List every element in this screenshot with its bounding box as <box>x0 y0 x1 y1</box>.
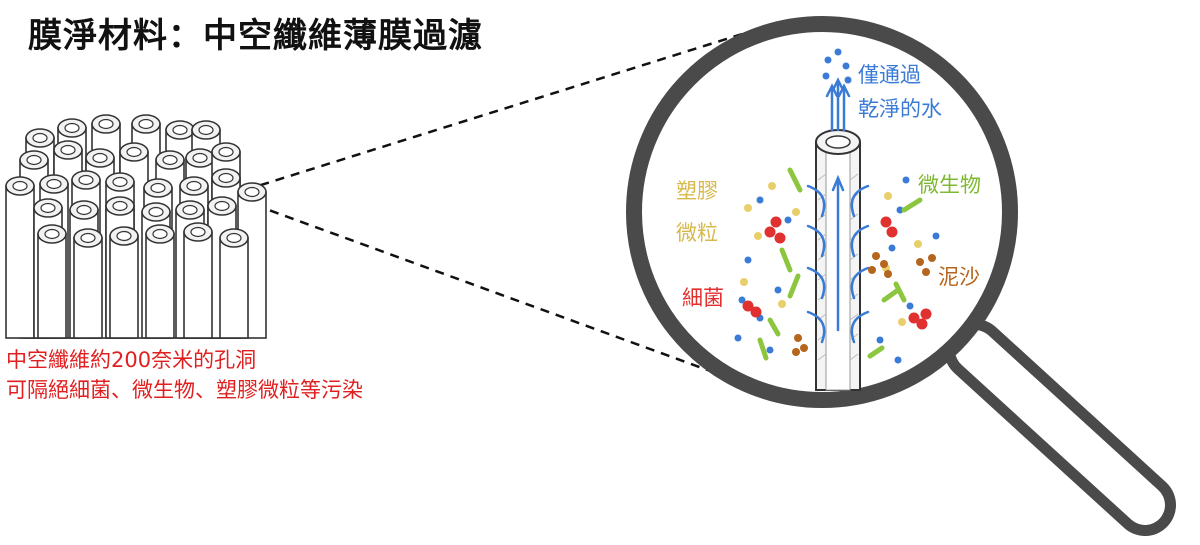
bacteria-particle <box>886 226 898 238</box>
magnifier-handle <box>944 319 1176 536</box>
microbe-particle <box>787 273 801 299</box>
contaminant-particles <box>734 48 940 364</box>
water-particle <box>774 286 782 294</box>
water-particle <box>756 196 764 204</box>
microbe-particle <box>901 197 923 213</box>
hollow-fiber-icon <box>145 224 175 339</box>
plastic-particle <box>884 192 892 200</box>
water-particle <box>896 206 904 214</box>
sediment-particle <box>916 258 924 266</box>
hollow-fiber-icon <box>37 224 67 339</box>
plastic-particle <box>768 182 776 190</box>
microbe-particle <box>893 281 907 303</box>
water-particle <box>766 346 774 354</box>
microbe-particle <box>757 337 769 361</box>
bacteria-particle <box>764 226 776 238</box>
hollow-fiber-icon <box>183 222 213 339</box>
microbe-particle <box>881 287 901 303</box>
water-flow-arrows <box>806 77 870 344</box>
water-particle <box>876 336 884 344</box>
hollow-fiber-icon <box>5 176 35 339</box>
water-particle <box>824 56 832 64</box>
zoom-lines <box>244 28 756 382</box>
sediment-particle <box>794 334 802 342</box>
bacteria-particle <box>770 216 782 228</box>
plastic-particle <box>914 240 922 248</box>
bacteria-label: 細菌 <box>682 286 724 310</box>
microbe-particle <box>767 317 781 337</box>
hollow-fiber-icon <box>219 228 249 339</box>
water-particle <box>738 296 746 304</box>
bacteria-particle <box>920 308 932 320</box>
plastic-label-line2: 微粒 <box>676 221 718 245</box>
caption-line-2: 可隔絕細菌、微生物、塑膠微粒等污染 <box>6 378 363 402</box>
bacteria-particle <box>880 216 892 228</box>
plastic-particle <box>898 318 906 326</box>
sediment-particle <box>872 252 880 260</box>
plastic-particle <box>740 278 748 286</box>
plastic-particle <box>778 300 786 308</box>
bacteria-particle <box>742 300 754 312</box>
bacteria-particle <box>908 312 920 324</box>
water-particle <box>822 72 830 80</box>
microbe-particle <box>787 167 803 193</box>
plastic-particle <box>754 232 762 240</box>
water-particle <box>902 176 910 184</box>
water-particle <box>734 334 742 342</box>
sediment-label: 泥沙 <box>938 265 980 289</box>
water-particle <box>906 302 914 310</box>
sediment-particle <box>800 344 808 352</box>
microbe-particle <box>779 247 793 273</box>
bacteria-particle <box>916 318 928 330</box>
sediment-particle <box>928 254 936 262</box>
plastic-particle <box>744 204 752 212</box>
caption-line-1: 中空纖維約200奈米的孔洞 <box>6 348 257 372</box>
bacteria-particle <box>750 306 762 318</box>
water-particle <box>844 76 852 84</box>
water-particle <box>784 216 792 224</box>
water-particle <box>744 256 752 264</box>
microbe-particle <box>867 345 885 359</box>
plastic-particle <box>792 208 800 216</box>
water-particle <box>888 244 896 252</box>
plastic-label-line1: 塑膠 <box>676 179 718 203</box>
sediment-particle <box>880 260 888 268</box>
sediment-particle <box>868 266 876 274</box>
water-particle <box>894 356 902 364</box>
hollow-fiber-icon <box>73 228 103 339</box>
hollow-fiber-icon <box>109 226 139 339</box>
water-particle <box>842 62 850 70</box>
sediment-particle <box>792 348 800 356</box>
sediment-particle <box>922 268 930 276</box>
water-particle <box>834 48 842 56</box>
fiber-caption: 中空纖維約200奈米的孔洞 可隔絕細菌、微生物、塑膠微粒等污染 <box>6 345 363 405</box>
water-label-line2: 乾淨的水 <box>858 97 942 121</box>
bacteria-particle <box>774 232 786 244</box>
hollow-fiber-bundle-icon <box>5 114 267 339</box>
diagram-title: 膜淨材料：中空纖維薄膜過濾 <box>28 16 483 56</box>
water-particle <box>932 232 940 240</box>
water-label-line1: 僅通過 <box>858 63 921 87</box>
microbe-label: 微生物 <box>918 173 981 197</box>
sediment-particle <box>884 270 892 278</box>
